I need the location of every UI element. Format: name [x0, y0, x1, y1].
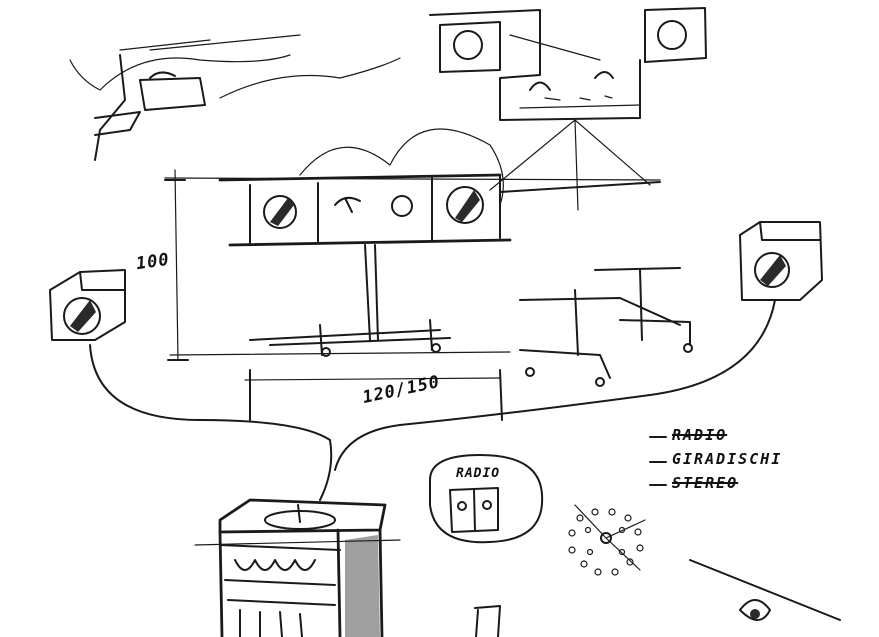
top-left-sketch — [69, 34, 401, 161]
dot-starburst — [568, 504, 646, 576]
side-trolley — [519, 267, 693, 387]
radiogram-cabinet — [194, 498, 401, 637]
right-speaker — [739, 221, 823, 301]
left-speaker — [49, 269, 126, 341]
function-list-item-radio: RADIO — [672, 426, 728, 444]
top-speaker-cluster — [429, 7, 707, 121]
list-dashes — [649, 436, 667, 486]
lamp-arm — [489, 119, 661, 211]
function-list-item-stereo: STEREO — [672, 474, 739, 492]
function-list-item-giradischi: GIRADISCHI — [672, 450, 783, 468]
radio-bubble-label: RADIO — [456, 466, 501, 481]
central-cabinet-unit — [164, 128, 661, 357]
speaker-cables — [89, 299, 776, 501]
bottom-right-fragment — [474, 559, 841, 637]
dimension-lines — [164, 169, 511, 421]
radio-bubble — [429, 454, 544, 544]
